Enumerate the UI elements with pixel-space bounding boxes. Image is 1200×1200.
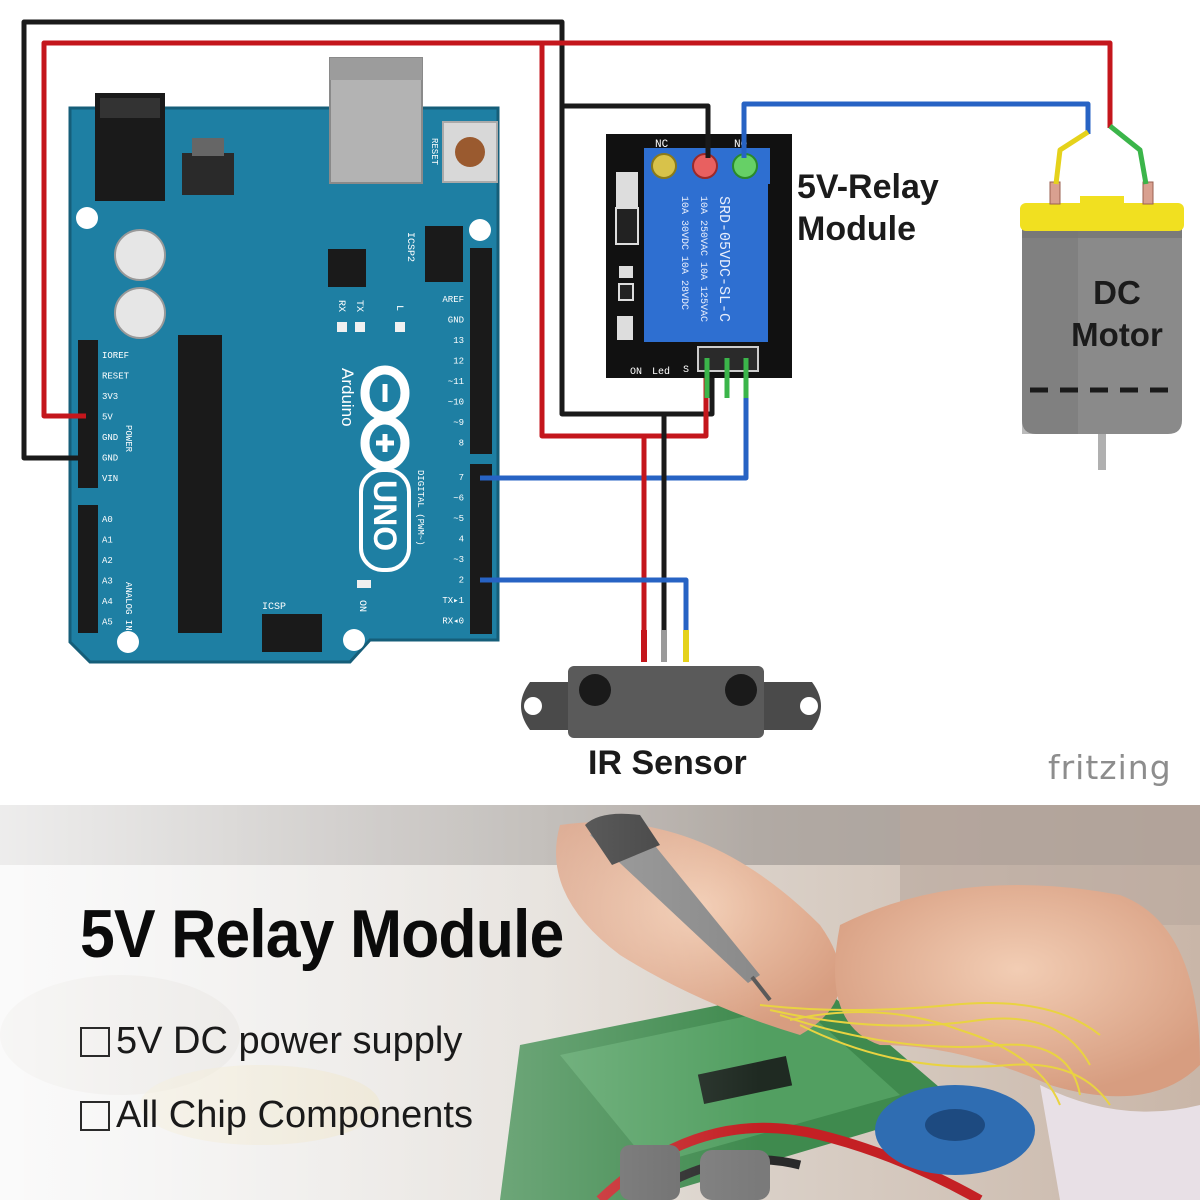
feature-text: 5V DC power supply — [116, 1020, 463, 1062]
digital-pin-label: 12 — [453, 357, 464, 367]
l-led-label: L — [393, 305, 404, 311]
icsp2-header — [425, 226, 463, 282]
motor-label-line2: Motor — [1071, 316, 1163, 353]
power-header — [78, 340, 98, 488]
atmega-chip — [178, 335, 222, 633]
feature-text: All Chip Components — [116, 1094, 473, 1136]
reset-label: RESET — [429, 138, 439, 166]
motor-end-cap — [1020, 203, 1184, 231]
arduino-brand-text: Arduino — [338, 368, 357, 427]
digital-pin-label: TX▸1 — [442, 596, 464, 606]
arduino-infinity-logo — [360, 365, 410, 471]
power-pin-label: VIN — [102, 474, 118, 484]
wires — [21, 19, 1149, 662]
arduino-uno-board: RESET ICSP2 TX RX L Arduino — [68, 57, 500, 664]
wiring-diagram: RESET ICSP2 TX RX L Arduino — [21, 19, 1184, 738]
wire-signal-relay-blue — [480, 378, 749, 481]
analog-header — [78, 505, 98, 633]
digital-header-top — [470, 248, 492, 454]
rx-label: RX — [335, 300, 346, 312]
icsp-label: ICSP — [262, 602, 286, 613]
power-pin-label: IOREF — [102, 351, 129, 361]
feature-item: All Chip Components — [80, 1094, 473, 1137]
tx-label: TX — [353, 300, 364, 312]
digital-pin-label: AREF — [442, 295, 464, 305]
ir-sensor — [521, 666, 821, 738]
digital-pin-label: 7 — [459, 473, 464, 483]
analog-pin-label: A3 — [102, 577, 113, 587]
analog-pin-label: A0 — [102, 515, 113, 525]
wire-5v-red — [41, 40, 1113, 419]
relay-bottom-label-on: ON — [630, 367, 642, 378]
digital-pin-label: ~3 — [453, 555, 464, 565]
relay-coil — [644, 184, 768, 342]
digital-header-bottom — [470, 464, 492, 634]
relay-label-line1: 5V-Relay — [797, 168, 939, 206]
power-pin-label: 3V3 — [102, 392, 118, 402]
wire-gnd-black — [21, 19, 711, 461]
motor-label-line1: DC — [1093, 274, 1141, 311]
soldering-photo — [0, 805, 1200, 1200]
power-pin-label: 5V — [102, 413, 113, 423]
digital-pin-label: ~10 — [448, 398, 464, 408]
digital-pin-label: ~11 — [448, 377, 464, 387]
ir-sensor-label: IR Sensor — [588, 744, 747, 782]
digital-pin-label: 13 — [453, 336, 464, 346]
digital-pin-label: 4 — [459, 535, 464, 545]
wire-gnd-black-relay — [559, 106, 715, 417]
power-pin-label: GND — [102, 433, 118, 443]
motor-lead-green — [1108, 124, 1149, 185]
analog-pin-label: A5 — [102, 618, 113, 628]
digital-pin-label: GND — [448, 316, 464, 326]
digital-pin-label: ~6 — [453, 494, 464, 504]
on-led-label: ON — [356, 600, 367, 612]
relay-bottom-label-led: Led — [652, 366, 670, 378]
digital-pin-label: 8 — [459, 439, 464, 449]
motor-lead-yellow — [1053, 129, 1090, 185]
analog-pin-label: A4 — [102, 597, 113, 607]
digital-pin-label: ~5 — [453, 514, 464, 524]
relay-coil-text: SRD-05VDC-SL-C — [715, 196, 732, 322]
relay-bottom-label-s: S — [683, 365, 689, 376]
digital-pin-label: 2 — [459, 576, 464, 586]
digital-pin-label: RX◂0 — [442, 617, 464, 627]
voltage-regulator — [182, 153, 234, 195]
dc-motor — [1020, 181, 1184, 470]
promo-title: 5V Relay Module — [80, 896, 564, 972]
icsp-header — [262, 614, 322, 652]
relay-terminal-nc — [692, 153, 718, 179]
digital-pin-label: ~9 — [453, 418, 464, 428]
relay-coil-text: 10A 250VAC 10A 125VAC — [697, 196, 708, 322]
dc-motor-label: DC Motor — [1052, 272, 1182, 356]
power-pin-label: GND — [102, 454, 118, 464]
relay-module-label: 5V-Relay Module — [797, 166, 939, 250]
checkbox-icon — [80, 1026, 110, 1057]
wire-5v-red-relay — [539, 43, 709, 439]
relay-terminal-com — [651, 153, 677, 179]
analog-pin-label: A2 — [102, 556, 113, 566]
capacitor — [114, 287, 166, 339]
power-pin-label: RESET — [102, 372, 130, 382]
wire-no-blue — [741, 101, 1091, 158]
feature-item: 5V DC power supply — [80, 1020, 462, 1063]
fritzing-logo: fritzing — [1048, 748, 1172, 787]
power-header-label: POWER — [123, 425, 133, 453]
relay-coil-text: 10A 30VDC 10A 28VDC — [678, 196, 689, 310]
analog-pin-label: A1 — [102, 536, 113, 546]
icsp2-label: ICSP2 — [404, 232, 415, 262]
checkbox-icon — [80, 1100, 110, 1131]
digital-header-label: DIGITAL (PWM~) — [415, 470, 425, 546]
uno-model-text: UNO — [367, 480, 403, 551]
relay-label-line2: Module — [797, 210, 916, 248]
analog-header-label: ANALOG IN — [123, 582, 133, 631]
capacitor — [114, 229, 166, 281]
